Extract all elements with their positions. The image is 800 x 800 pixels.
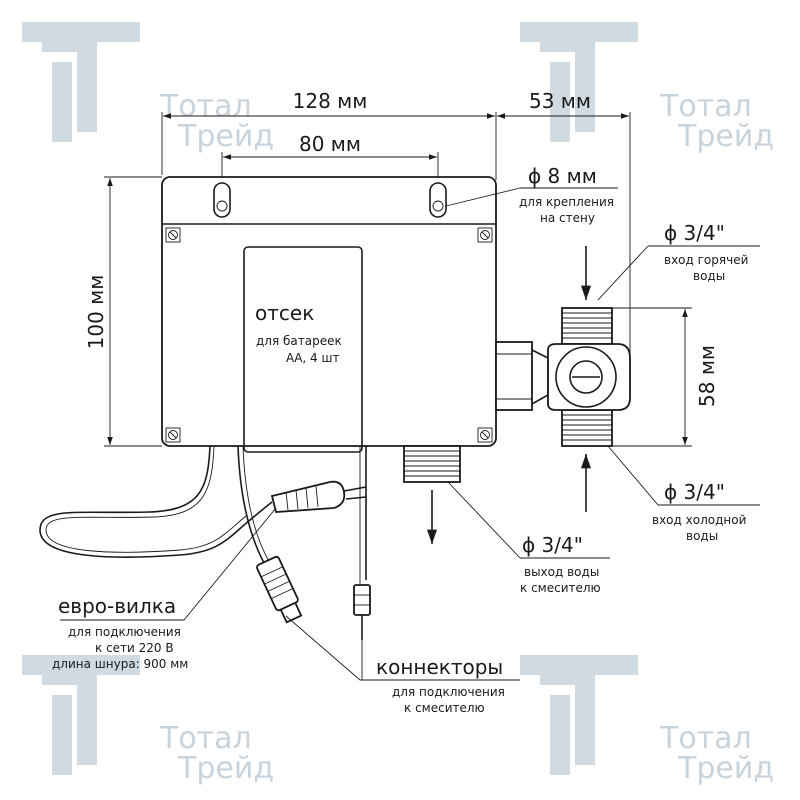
dimension-valve-height-label: 58 мм xyxy=(695,345,719,407)
watermark-text-2: Трейд xyxy=(177,751,274,786)
plug-label: евро-вилка для подключения к сети 220 В … xyxy=(52,594,188,671)
control-box: отсек для батареек АА, 4 шт xyxy=(161,176,497,453)
compartment-line2: АА, 4 шт xyxy=(286,351,339,365)
dimension-height: 100 мм xyxy=(84,176,162,447)
cold-inlet-line1: вход холодной xyxy=(652,513,746,527)
compartment-line1: для батареек xyxy=(256,334,342,348)
screw-icon xyxy=(477,227,493,243)
dimension-valve-height: 58 мм xyxy=(612,307,719,447)
screw-icon xyxy=(165,427,181,443)
mount-label: ϕ 8 мм для крепления на стену xyxy=(519,164,614,225)
valve-assembly xyxy=(495,307,631,447)
mount-note-line1: для крепления xyxy=(519,195,614,209)
watermark-text-2: Трейд xyxy=(677,751,774,786)
battery-compartment: отсек для батареек АА, 4 шт xyxy=(243,246,363,453)
dimension-depth: 53 мм xyxy=(497,89,631,360)
watermark-text-1: Тотал xyxy=(159,721,252,756)
watermark-logo-icon xyxy=(22,22,140,142)
dimension-inner-width-label: 80 мм xyxy=(299,132,361,156)
cold-inlet-line2: воды xyxy=(686,529,718,543)
mount-slot-left xyxy=(213,182,231,218)
watermark-bottom-right: Тотал Трейд xyxy=(520,655,774,786)
outlet-line1: выход воды xyxy=(524,565,599,579)
dimension-depth-label: 53 мм xyxy=(529,89,591,113)
connectors-line2: к смесителю xyxy=(404,701,485,715)
plug-line1: для подключения xyxy=(68,625,181,639)
hot-inlet-line1: вход горячей xyxy=(664,253,748,267)
outlet-label: ϕ 3/4" выход воды к смесителю xyxy=(520,533,601,595)
connectors-title: коннекторы xyxy=(376,655,503,679)
mount-slot-right xyxy=(429,182,447,218)
cables xyxy=(39,445,371,640)
dimension-width-label: 128 мм xyxy=(293,89,368,113)
cold-inlet-label: ϕ 3/4" вход холодной воды xyxy=(652,480,746,543)
watermark-logo-icon xyxy=(520,22,638,142)
watermark-logo-icon xyxy=(22,655,140,775)
connectors-line1: для подключения xyxy=(392,685,505,699)
outlet-size: ϕ 3/4" xyxy=(522,533,583,557)
hot-inlet-line2: воды xyxy=(693,269,725,283)
dimension-height-label: 100 мм xyxy=(84,275,108,350)
compartment-title: отсек xyxy=(255,301,314,325)
plug-line2: к сети 220 В xyxy=(95,641,174,655)
plug-title: евро-вилка xyxy=(58,594,176,618)
watermark-logo-icon xyxy=(520,655,638,775)
hot-inlet-size: ϕ 3/4" xyxy=(664,221,725,245)
plug-line3: длина шнура: 900 мм xyxy=(52,657,188,671)
mount-note-line2: на стену xyxy=(540,211,595,225)
outlet-line2: к смесителю xyxy=(520,581,601,595)
mount-diameter: ϕ 8 мм xyxy=(528,164,597,188)
connector-icon xyxy=(353,584,371,640)
dimension-inner-width: 80 мм xyxy=(221,132,439,185)
watermark-top-right: Тотал Трейд xyxy=(520,22,774,154)
connector-icon xyxy=(256,555,303,624)
screw-icon xyxy=(477,427,493,443)
cold-inlet-size: ϕ 3/4" xyxy=(664,480,725,504)
watermark-text-2: Трейд xyxy=(677,119,774,154)
watermark-text-2: Трейд xyxy=(177,119,274,154)
watermark-top-left: Тотал Трейд xyxy=(22,22,274,154)
watermark-bottom-left: Тотал Трейд xyxy=(22,655,274,786)
watermark-text-1: Тотал xyxy=(659,89,752,124)
screw-icon xyxy=(165,227,181,243)
connectors-label: коннекторы для подключения к смесителю xyxy=(376,655,505,715)
dimension-width: 128 мм xyxy=(161,89,497,180)
outlet-pipe xyxy=(403,445,461,483)
watermark-text-1: Тотал xyxy=(659,721,752,756)
leader-lines xyxy=(60,187,760,681)
plug-icon xyxy=(270,480,346,513)
hot-inlet-label: ϕ 3/4" вход горячей воды xyxy=(664,221,748,283)
